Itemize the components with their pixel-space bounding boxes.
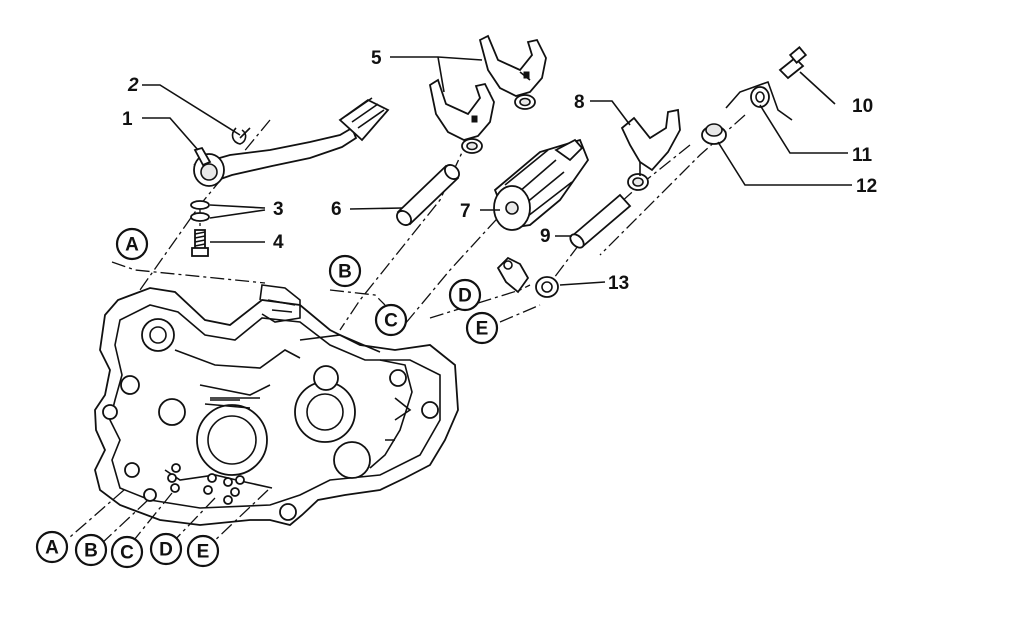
bolt — [778, 46, 808, 80]
marker-D-lower-label: D — [159, 540, 173, 561]
crankcase — [94, 284, 459, 526]
callout-labels: 1 2 3 4 5 6 7 8 9 10 11 12 13 — [122, 48, 877, 294]
callout-6: 6 — [331, 199, 342, 220]
marker-C-lower-label: C — [120, 543, 134, 564]
lower-letter-markers: A B C D E — [35, 530, 220, 569]
marker-C-upper: C — [374, 303, 408, 337]
marker-E-upper: E — [465, 311, 499, 345]
marker-C-upper-label: C — [384, 311, 398, 332]
callout-11: 11 — [852, 145, 873, 166]
marker-A-upper: A — [115, 227, 149, 261]
marker-B-upper-label: B — [338, 262, 352, 283]
leader-lines — [142, 56, 852, 286]
marker-E-lower: E — [186, 534, 220, 568]
marker-E-upper-label: E — [476, 319, 489, 340]
callout-10: 10 — [852, 96, 873, 117]
callout-13: 13 — [608, 273, 629, 294]
callout-5: 5 — [371, 48, 382, 69]
shift-fork-upper — [478, 34, 547, 110]
roller — [701, 123, 727, 145]
shift-fork-lower — [428, 78, 495, 154]
marker-E-lower-label: E — [197, 542, 210, 563]
callout-9: 9 — [540, 226, 551, 247]
pin — [569, 193, 632, 249]
marker-A-lower: A — [35, 530, 69, 564]
callout-3: 3 — [273, 199, 284, 220]
gear-shift-lever — [193, 97, 390, 187]
callout-8: 8 — [574, 92, 585, 113]
fork-shaft — [396, 164, 460, 226]
marker-D-upper: D — [448, 278, 482, 312]
shift-fork-single — [620, 108, 681, 191]
callout-2: 2 — [127, 75, 139, 96]
marker-B-lower: B — [74, 533, 108, 567]
marker-B-lower-label: B — [84, 541, 98, 562]
marker-B-upper: B — [328, 254, 362, 288]
marker-D-upper-label: D — [458, 286, 472, 307]
upper-letter-markers: A B C D E — [115, 227, 499, 345]
marker-A-upper-label: A — [125, 235, 139, 256]
callout-7: 7 — [460, 201, 471, 222]
shift-drum — [493, 138, 590, 231]
marker-C-lower: C — [110, 535, 144, 569]
callout-1: 1 — [122, 109, 133, 130]
spring — [725, 80, 793, 121]
shift-pawl — [496, 256, 530, 294]
screw — [191, 229, 209, 257]
callout-4: 4 — [273, 232, 284, 253]
washer-13 — [535, 276, 559, 298]
washers — [190, 200, 210, 222]
marker-A-lower-label: A — [45, 538, 59, 559]
callout-12: 12 — [856, 176, 877, 197]
marker-D-lower: D — [149, 532, 183, 566]
